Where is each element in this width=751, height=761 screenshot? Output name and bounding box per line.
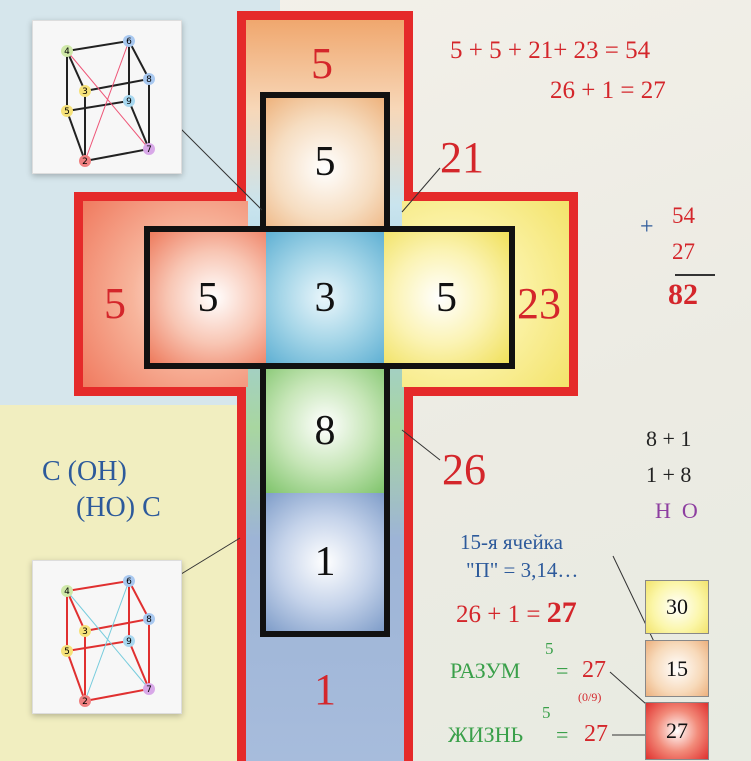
svg-text:5: 5 <box>64 647 70 657</box>
razum-value: 27 <box>582 658 606 682</box>
note-h-o: H O <box>655 500 698 522</box>
equation-line-2: 26 + 1 = 27 <box>550 78 666 103</box>
svg-text:7: 7 <box>146 145 152 155</box>
cube-bottom-icon: 4 6 8 3 5 9 7 2 <box>33 561 181 713</box>
svg-text:4: 4 <box>64 47 70 57</box>
svg-text:2: 2 <box>82 697 88 707</box>
sum-b: 27 <box>672 240 695 263</box>
note-1-plus-8: 1 + 8 <box>646 464 691 486</box>
fraction-note: (0/9) <box>578 691 601 703</box>
box-30: 30 <box>645 580 709 634</box>
svg-text:6: 6 <box>126 37 132 47</box>
zhizn-value: 27 <box>584 722 608 746</box>
zhizn-exponent: 5 <box>542 704 551 721</box>
cube-diagram-top: 4 6 8 3 5 9 7 2 <box>32 20 182 174</box>
note-8-plus-1: 8 + 1 <box>646 428 691 450</box>
cube-diagram-bottom: 4 6 8 3 5 9 7 2 <box>32 560 182 714</box>
box-27: 27 <box>645 702 709 760</box>
cube-top-icon: 4 6 8 3 5 9 7 2 <box>33 21 181 173</box>
sum-a: 54 <box>672 204 695 227</box>
cell-note-line-1: 15-я ячейка <box>460 532 563 553</box>
box-15: 15 <box>645 640 709 697</box>
cell-note-line-2: "П" = 3,14… <box>466 560 578 581</box>
zhizn-equals: = <box>556 724 568 746</box>
zhizn-word: ЖИЗНЬ <box>448 724 523 746</box>
sum-plus: + <box>640 215 654 239</box>
formula-line-1: C (OH) <box>42 458 127 486</box>
svg-text:8: 8 <box>146 615 152 625</box>
svg-text:5: 5 <box>64 107 70 117</box>
formula-line-2: (HO) C <box>76 494 161 522</box>
svg-text:8: 8 <box>146 75 152 85</box>
cell-note-value: 27 <box>547 596 577 629</box>
svg-text:7: 7 <box>146 685 152 695</box>
svg-text:9: 9 <box>126 97 132 107</box>
razum-word: РАЗУМ <box>450 660 520 682</box>
svg-text:3: 3 <box>82 87 88 97</box>
equation-line-1: 5 + 5 + 21+ 23 = 54 <box>450 38 650 63</box>
sum-total: 82 <box>668 280 698 310</box>
svg-text:2: 2 <box>82 157 88 167</box>
svg-text:9: 9 <box>126 637 132 647</box>
cell-note-line-3: 26 + 1 = 27 <box>456 598 577 628</box>
svg-text:4: 4 <box>64 587 70 597</box>
razum-exponent: 5 <box>545 640 554 657</box>
svg-text:3: 3 <box>82 627 88 637</box>
razum-equals: = <box>556 660 568 682</box>
svg-text:6: 6 <box>126 577 132 587</box>
